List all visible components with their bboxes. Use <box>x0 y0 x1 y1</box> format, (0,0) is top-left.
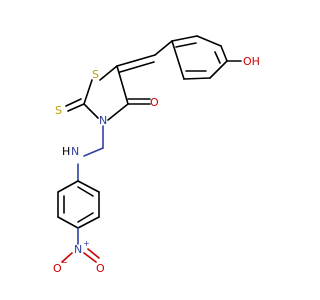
bond-n3-c4 <box>107 103 129 121</box>
carbonyl-bond <box>127 98 151 105</box>
nitrophenyl-ring <box>57 180 100 229</box>
hydroxyphenyl-ring <box>154 35 228 80</box>
bond-c4-c5 <box>116 65 129 105</box>
bond-c5-s1 <box>99 65 118 81</box>
thione-sulfur-label: S <box>55 104 62 117</box>
nitro-oxygen-left-charge: − <box>61 258 68 267</box>
ring-nitrogen-label: N <box>99 114 107 127</box>
exocyclic-double-bond <box>116 54 156 73</box>
nitro-nitrogen-label: N <box>74 243 82 256</box>
carbonyl-oxygen-label: O <box>150 96 159 109</box>
thiazolidine-ring <box>83 65 129 121</box>
amine-nitrogen-label: N <box>71 145 79 158</box>
ring-sulfur-label: S <box>92 68 99 81</box>
nitro-group <box>61 227 100 263</box>
bond-s1-c2 <box>83 79 93 105</box>
nitro-oxygen-left-label: O <box>53 262 62 275</box>
methylene-linker <box>83 125 104 157</box>
bond-c2-n3 <box>83 103 99 119</box>
nitro-oxygen-right-label: O <box>96 262 105 275</box>
nitro-nitrogen-charge: + <box>83 239 90 248</box>
hydroxyl-label: OH <box>243 55 260 68</box>
thione-bond <box>65 98 85 112</box>
amine-hydrogen-label: H <box>62 145 70 158</box>
molecule-structure: OH S S O N H N N + O − O <box>53 35 260 275</box>
